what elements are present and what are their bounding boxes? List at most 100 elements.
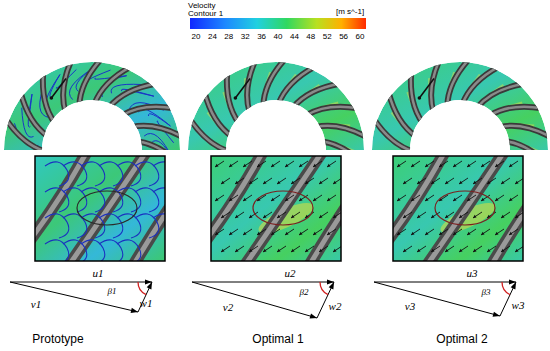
blade: [43, 72, 55, 123]
velocity-vector: [473, 212, 482, 218]
blade: [65, 156, 150, 261]
vector-head: [501, 181, 505, 184]
tick-label: 36: [257, 33, 266, 41]
blade: [94, 67, 130, 104]
vector-head: [473, 249, 477, 252]
streamline: [153, 162, 165, 186]
w-vector-head: [147, 282, 152, 289]
velocity-vector: [263, 246, 272, 252]
velocity-vector: [397, 195, 406, 201]
vector-head: [445, 249, 449, 252]
velocity-vector: [285, 195, 294, 201]
vector-label: w3: [512, 300, 525, 311]
velocity-vector: [425, 229, 434, 235]
vector-head: [425, 164, 429, 167]
velocity-vector: [411, 195, 420, 201]
blade: [241, 156, 326, 261]
vector-head: [515, 215, 519, 218]
velocity-vector: [467, 195, 476, 201]
zoom-frame: [211, 156, 341, 261]
flow-arrow-head: [418, 96, 422, 100]
blade: [109, 84, 156, 108]
vector-head: [417, 249, 421, 252]
streamline: [153, 214, 165, 238]
vector-head: [459, 215, 463, 218]
velocity-vector: [257, 229, 266, 235]
velocity-vector: [481, 229, 490, 235]
vector-head: [515, 249, 519, 252]
blade-highlight: [477, 84, 524, 108]
velocity-vector: [459, 212, 468, 218]
velocity-vector: [319, 246, 328, 252]
velocity-vector: [257, 161, 266, 167]
flow-arrow-head: [234, 96, 238, 100]
blade-highlight: [122, 107, 174, 116]
velocity-vector: [291, 212, 300, 218]
vector-head: [215, 164, 219, 167]
vector-head: [271, 198, 275, 201]
velocity-vector: [277, 178, 286, 184]
streamline: [99, 214, 123, 238]
vector-head: [473, 181, 477, 184]
tick-label: 48: [306, 33, 315, 41]
v-vector-head: [131, 308, 138, 313]
blade-highlight: [306, 107, 358, 116]
blade-highlight: [65, 156, 150, 261]
velocity-vector: [263, 212, 272, 218]
velocity-vector: [509, 195, 518, 201]
vector-head: [305, 249, 309, 252]
vector-head: [229, 164, 233, 167]
angle-arc: [502, 282, 510, 295]
velocity-vector: [249, 246, 258, 252]
velocity-vector: [439, 229, 448, 235]
vector-head: [215, 198, 219, 201]
v-vector: [10, 282, 138, 312]
vector-head: [243, 232, 247, 235]
vector-head: [417, 181, 421, 184]
velocity-vector: [319, 178, 328, 184]
blade: [431, 60, 439, 112]
v-vector: [374, 282, 500, 316]
vector-head: [417, 215, 421, 218]
vector-head: [403, 181, 407, 184]
vector-head: [467, 164, 471, 167]
streamline: [81, 162, 105, 186]
blade: [132, 126, 183, 137]
velocity-vector: [445, 212, 454, 218]
vector-head: [313, 198, 317, 201]
tick-label: 28: [224, 33, 233, 41]
vector-head: [299, 232, 303, 235]
zoom-view: [35, 156, 165, 261]
impeller-section: [372, 59, 550, 168]
blade: [488, 156, 523, 261]
vector-head: [467, 198, 471, 201]
tick-label: 20: [192, 33, 201, 41]
velocity-vector: [403, 246, 412, 252]
highlight-ellipse: [435, 191, 495, 225]
tick-label: 52: [323, 33, 332, 41]
velocity-vector: [313, 161, 322, 167]
velocity-vector: [221, 246, 230, 252]
vector-head: [403, 249, 407, 252]
velocity-vector: [431, 178, 440, 184]
velocity-vector: [487, 178, 496, 184]
blade-highlight: [306, 156, 341, 261]
w-vector-head: [329, 282, 334, 289]
vector-head: [397, 198, 401, 201]
w-vector: [138, 282, 152, 312]
v-vector-head: [310, 314, 317, 319]
velocity-vector: [501, 246, 510, 252]
tick-label: 56: [339, 33, 348, 41]
vector-head: [327, 164, 331, 167]
vector-head: [215, 232, 219, 235]
streamline: [81, 214, 105, 238]
blade: [374, 119, 414, 152]
streamline: [117, 162, 141, 186]
blade-highlight: [63, 60, 71, 112]
vector-head: [305, 181, 309, 184]
tick-label: 44: [290, 33, 299, 41]
velocity-vector: [327, 195, 336, 201]
vector-head: [411, 164, 415, 167]
blade: [63, 60, 71, 112]
blade-highlight: [130, 156, 165, 261]
